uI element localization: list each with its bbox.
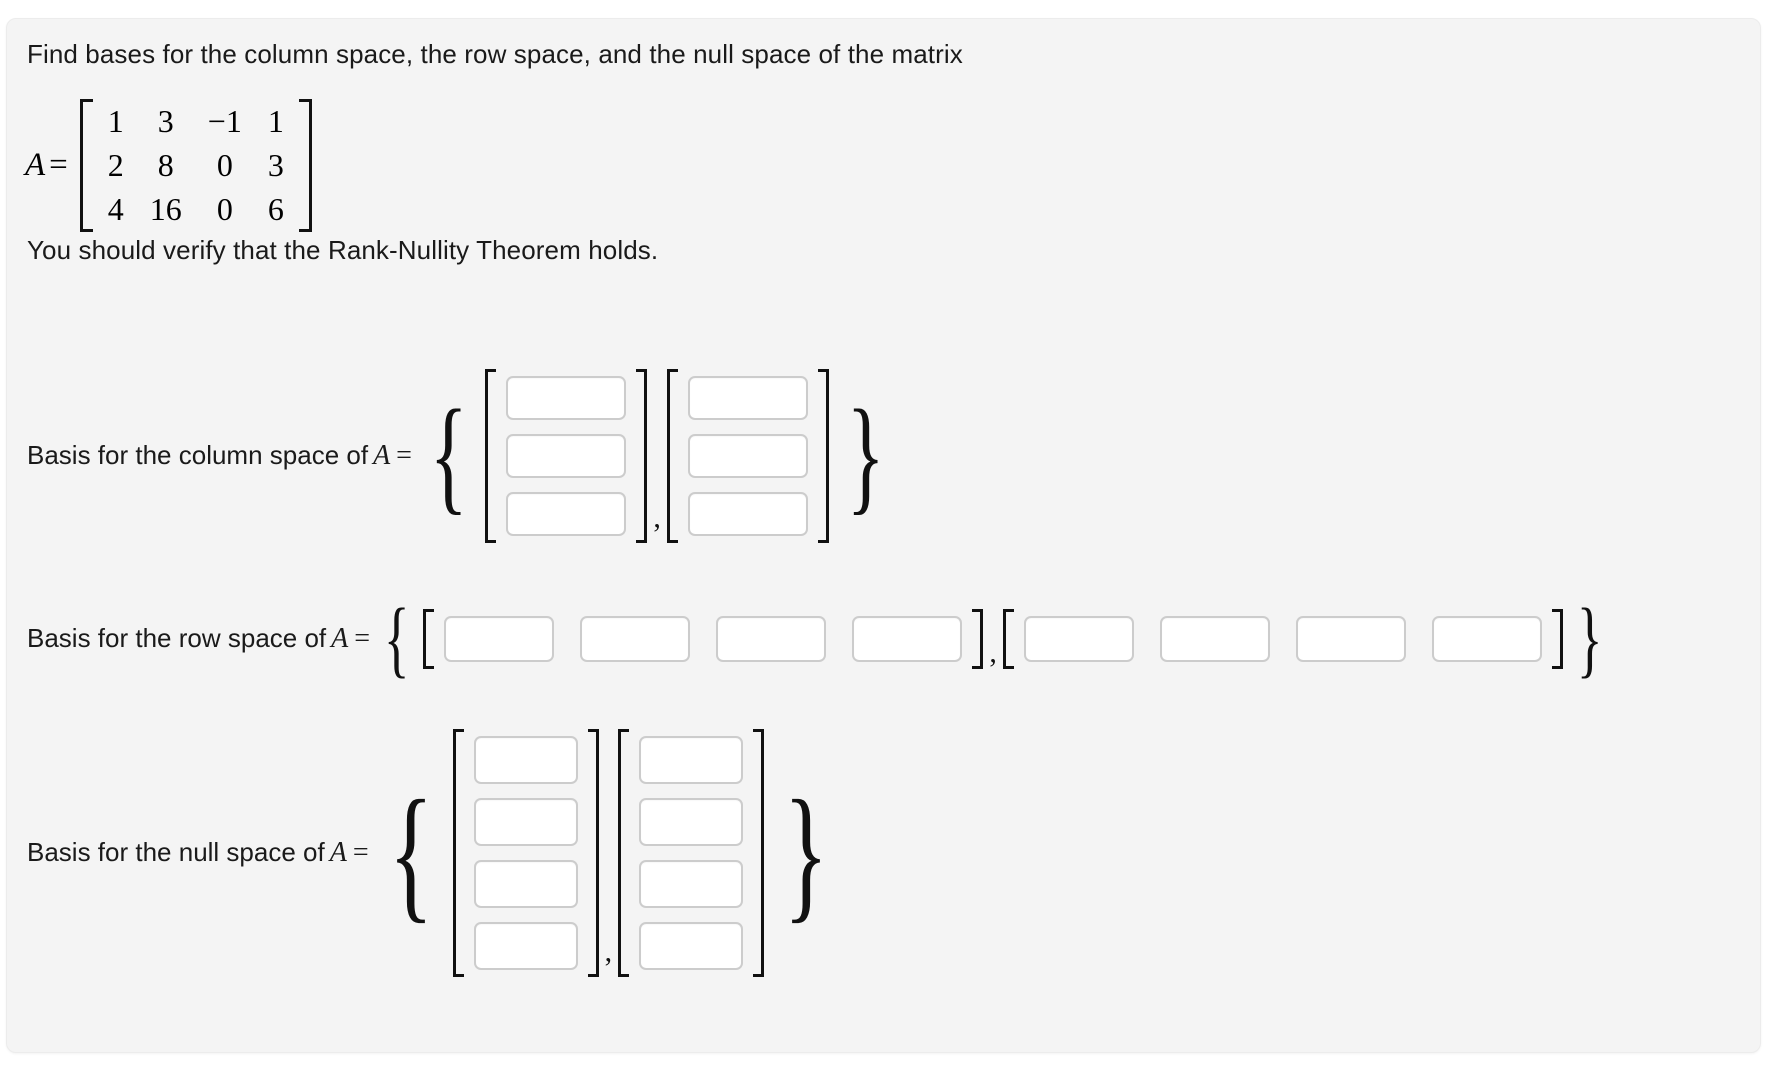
rank-nullity-note: You should verify that the Rank-Nullity … [27, 235, 659, 265]
matrix-cell: 1 [267, 103, 284, 139]
vector-left-bracket [485, 369, 497, 543]
matrix-cell: 8 [157, 147, 174, 184]
null-space-open-brace: { [388, 770, 433, 936]
vector-right-bracket [817, 369, 829, 543]
matrix-cell: 2 [107, 147, 124, 184]
row-space-vector-1 [423, 608, 984, 669]
vector-right-bracket [1551, 608, 1563, 669]
null-space-v1-cell-1[interactable] [473, 736, 578, 784]
matrix-cell: 3 [157, 103, 174, 139]
vector-left-bracket [1002, 608, 1014, 669]
vector-right-bracket [972, 608, 984, 669]
null-space-v1-cell-4[interactable] [473, 922, 578, 970]
matrix-cell: 6 [267, 191, 284, 228]
null-space-v2-cell-4[interactable] [639, 922, 744, 970]
matrix-equals-sign: = [49, 146, 68, 183]
row-space-v2-cell-3[interactable] [1295, 615, 1406, 662]
vector-left-bracket [423, 608, 435, 669]
matrix-name: A [25, 146, 46, 183]
null-space-v1-cell-3[interactable] [473, 860, 578, 908]
row-space-close-brace: } [1576, 590, 1603, 686]
matrix-row: 1 3 −1 1 [95, 99, 297, 143]
row-space-v1-cell-3[interactable] [716, 615, 827, 662]
column-space-v1-cell-3[interactable] [506, 492, 627, 536]
column-space-v1-cell-1[interactable] [506, 376, 627, 420]
column-space-v2-cell-2[interactable] [687, 434, 808, 478]
matrix-cell: 0 [216, 191, 233, 228]
matrix-definition: A = 1 3 −1 1 2 8 0 3 [25, 99, 312, 232]
row-space-v1-cell-1[interactable] [444, 615, 555, 662]
matrix-row: 4 16 0 6 [95, 187, 297, 231]
matrix-row: 2 8 0 3 [95, 143, 297, 187]
null-space-close-brace: } [783, 770, 829, 936]
row-space-open-brace: { [383, 590, 410, 686]
row-space-v1-cell-2[interactable] [580, 615, 691, 662]
page-title: Find bases for the column space, the row… [27, 39, 963, 69]
vector-right-bracket [636, 369, 648, 543]
matrix-right-bracket [298, 99, 312, 232]
matrix-values: 1 3 −1 1 2 8 0 3 4 16 0 [95, 99, 297, 232]
row-space-vector-2 [1002, 608, 1563, 669]
matrix-cell: 3 [267, 147, 284, 184]
matrix-body: 1 3 −1 1 2 8 0 3 4 16 0 [79, 99, 312, 232]
column-space-vector-2 [666, 369, 829, 543]
vector-right-bracket [753, 729, 765, 977]
vector-left-bracket [666, 369, 678, 543]
matrix-cell: 0 [216, 147, 233, 184]
row-space-separator-comma: , [989, 636, 997, 670]
column-space-v2-cell-1[interactable] [687, 376, 808, 420]
null-space-v2-cell-2[interactable] [639, 798, 744, 846]
row-space-v2-cell-1[interactable] [1023, 615, 1134, 662]
matrix-left-bracket [79, 99, 93, 232]
matrix-cell: 1 [107, 103, 124, 139]
column-space-open-brace: { [429, 384, 468, 527]
null-space-v1-cell-2[interactable] [473, 798, 578, 846]
vector-left-bracket [618, 729, 630, 977]
column-space-v1-cell-2[interactable] [506, 434, 627, 478]
column-space-vector-1 [485, 369, 648, 543]
column-space-close-brace: } [846, 384, 885, 527]
row-space-v2-cell-2[interactable] [1159, 615, 1270, 662]
matrix-cell: 16 [149, 191, 182, 228]
null-space-vector-1 [452, 729, 599, 977]
column-space-separator-comma: , [653, 501, 661, 534]
vector-left-bracket [452, 729, 464, 977]
null-space-vector-2 [618, 729, 765, 977]
null-space-v2-cell-3[interactable] [639, 860, 744, 908]
row-space-v2-cell-4[interactable] [1431, 615, 1542, 662]
null-space-separator-comma: , [604, 935, 613, 968]
question-card: Find bases for the column space, the row… [6, 18, 1761, 1053]
matrix-cell: −1 [207, 103, 242, 139]
column-space-v2-cell-3[interactable] [687, 492, 808, 536]
row-space-v1-cell-4[interactable] [852, 615, 963, 662]
null-space-v2-cell-1[interactable] [639, 736, 744, 784]
matrix-cell: 4 [107, 191, 124, 228]
vector-right-bracket [587, 729, 599, 977]
